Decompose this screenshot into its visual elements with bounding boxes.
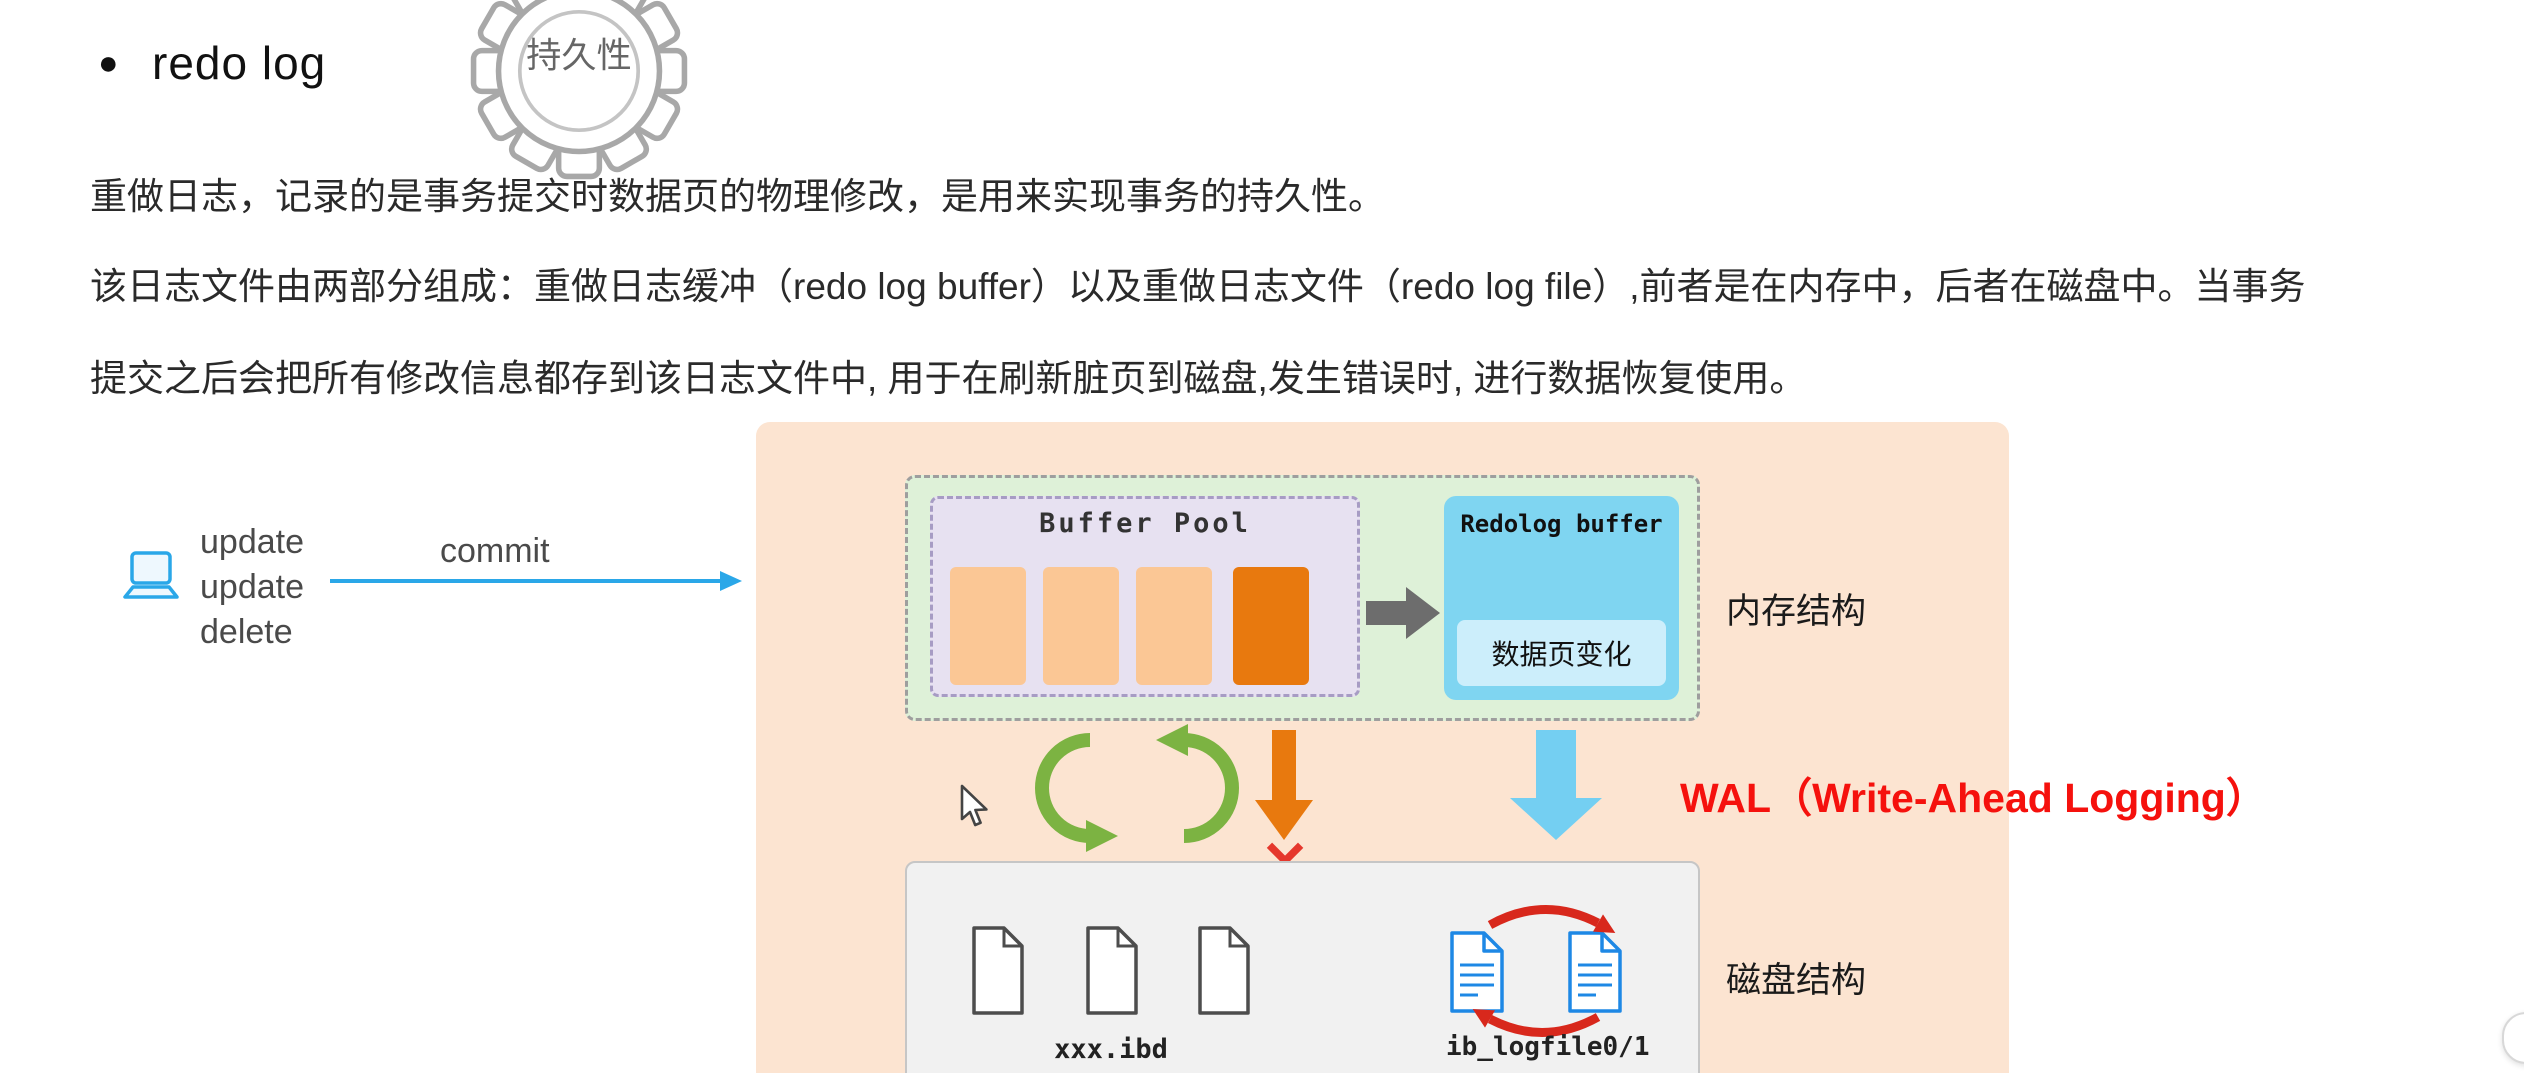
memory-flow-arrow-icon xyxy=(1366,587,1440,639)
paragraph-3: 提交之后会把所有修改信息都存到该日志文件中, 用于在刷新脏页到磁盘,发生错误时,… xyxy=(90,358,1807,399)
dirty-page-bar xyxy=(1233,567,1309,685)
wal-write-arrow-icon xyxy=(1510,730,1602,840)
client-op: update xyxy=(200,568,304,606)
paragraph-1: 重做日志，记录的是事务提交时数据页的物理修改，是用来实现事务的持久性。 xyxy=(90,176,1385,217)
memory-structure-label: 内存结构 xyxy=(1726,592,1867,631)
data-page-bar xyxy=(1136,567,1212,685)
data-page-bar xyxy=(950,567,1026,685)
paragraph-2: 该日志文件由两部分组成：重做日志缓冲（redo log buffer）以及重做日… xyxy=(90,266,2306,307)
logfile-label: ib_logfile0/1 xyxy=(1446,1032,1650,1062)
floating-widget[interactable] xyxy=(2502,1012,2524,1064)
buffer-pool-title: Buffer Pool xyxy=(1039,508,1251,539)
data-page-bar xyxy=(1043,567,1119,685)
data-page-change-box: 数据页变化 xyxy=(1457,620,1666,686)
bullet-marker: ● xyxy=(98,44,119,82)
wal-annotation: WAL（Write-Ahead Logging） xyxy=(1680,775,2267,821)
dirty-page-flush-arrow-icon xyxy=(1255,730,1313,840)
client-op: delete xyxy=(200,613,293,651)
client-laptop-icon xyxy=(123,551,179,599)
ibd-file-icon xyxy=(972,926,1024,1015)
ibd-file-icon xyxy=(1198,926,1250,1015)
mouse-cursor xyxy=(960,784,988,827)
commit-label: commit xyxy=(440,532,550,570)
client-op: update xyxy=(200,523,304,561)
page-title: redo log xyxy=(152,37,327,89)
redolog-buffer-title: Redolog buffer xyxy=(1460,510,1663,538)
badge-label: 持久性 xyxy=(526,36,631,75)
ibd-file-icon xyxy=(1086,926,1138,1015)
redo-logfile-icons xyxy=(1450,905,1622,1037)
commit-arrow-icon xyxy=(330,571,742,591)
ibd-file-label: xxx.ibd xyxy=(1054,1034,1168,1065)
disk-structure-panel xyxy=(905,861,1700,1073)
durability-gear-icon: 持久性 xyxy=(470,0,688,180)
client-operations: update update delete xyxy=(200,520,304,655)
disk-structure-label: 磁盘结构 xyxy=(1726,961,1867,1000)
flush-cycle-arrows-icon xyxy=(1035,724,1239,852)
